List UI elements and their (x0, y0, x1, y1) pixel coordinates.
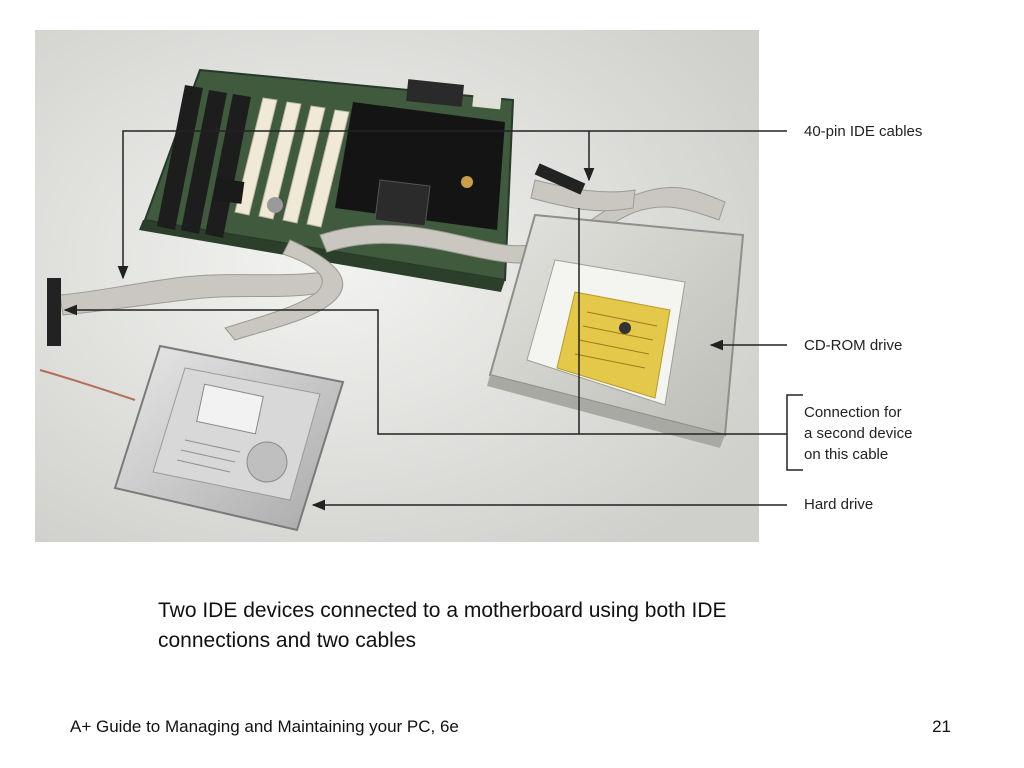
cdrom-cable-connector (534, 163, 586, 195)
callout-second-device-line2: a second device (804, 425, 913, 442)
second-device-leader (63, 208, 803, 471)
callout-second-device-line1: Connection for (804, 404, 902, 421)
motherboard-illustration (139, 68, 515, 292)
footer-book-title: A+ Guide to Managing and Maintaining you… (70, 717, 459, 736)
cdrom-drive-illustration (487, 213, 745, 448)
callout-hard-drive: Hard drive (804, 496, 874, 513)
footer-page-number: 21 (932, 717, 951, 736)
callout-second-device-line3: on this cable (804, 446, 889, 463)
ide-cable-illustration (59, 179, 726, 341)
hdd-cable-connector (47, 278, 61, 346)
ide-cables-leader (117, 130, 787, 280)
ide-connection-figure: 40-pin IDE cables CD-ROM drive Connectio… (35, 30, 948, 542)
figure-graphic (35, 30, 803, 542)
caption-line-1: Two IDE devices connected to a motherboa… (158, 599, 727, 622)
hard-drive-illustration (113, 344, 345, 532)
callout-ide-cables: 40-pin IDE cables (804, 123, 923, 140)
figure-caption: Two IDE devices connected to a motherboa… (158, 596, 878, 656)
caption-line-2: connections and two cables (158, 629, 416, 652)
callout-cdrom-drive: CD-ROM drive (804, 337, 903, 354)
